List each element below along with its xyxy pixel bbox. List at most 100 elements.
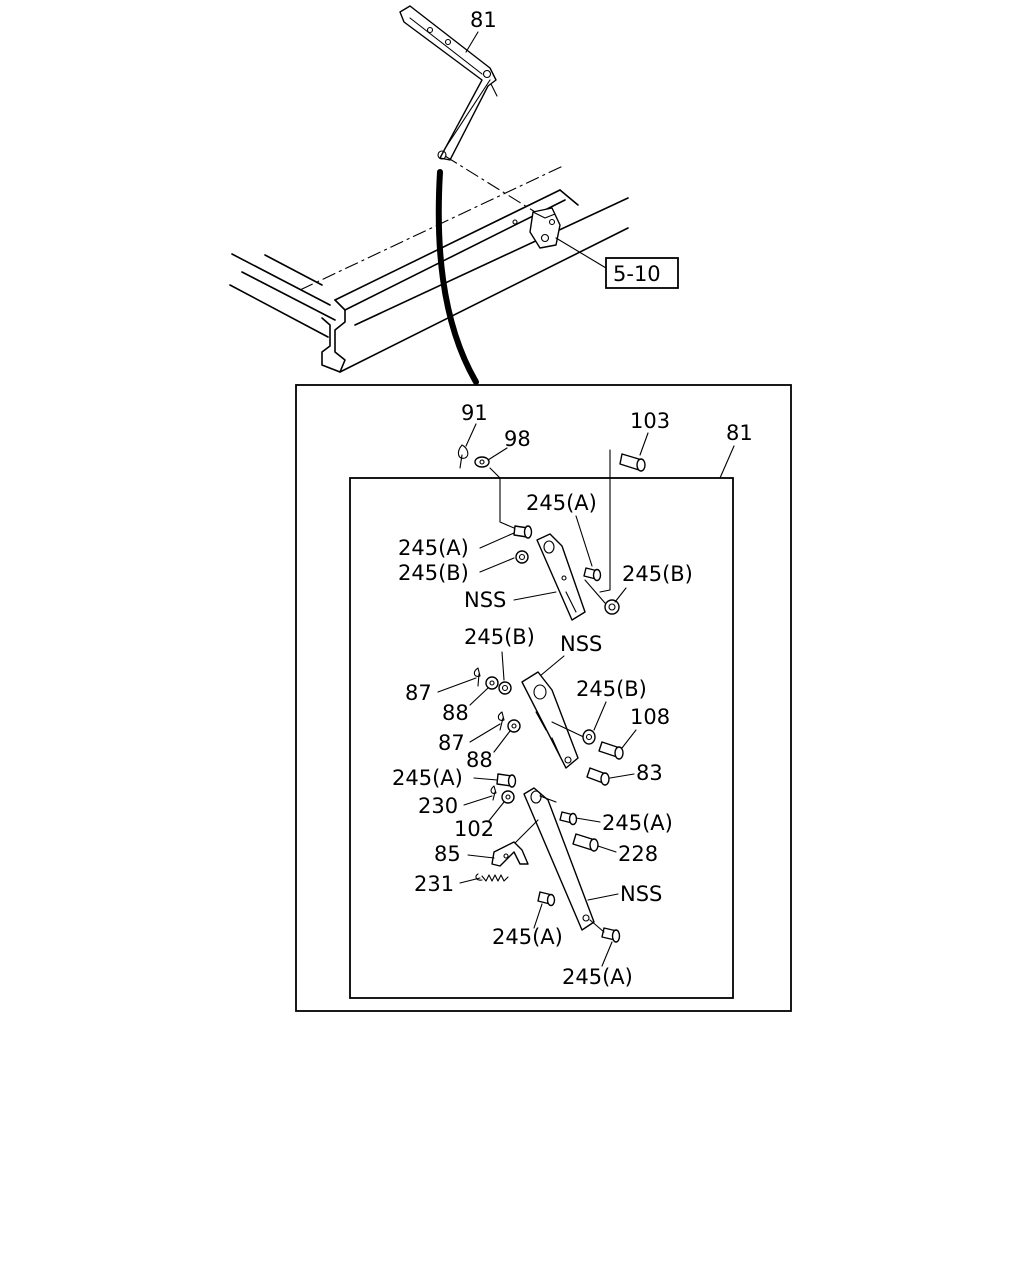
leader-5-10 — [555, 237, 607, 269]
leader-nss-3 — [587, 893, 619, 901]
leader-98 — [487, 447, 508, 461]
assembly-path-1 — [489, 467, 515, 529]
label-87-1: 87 — [405, 681, 432, 705]
label-245b-1: 245(B) — [398, 561, 469, 585]
bolt-245a-upper-left — [513, 525, 533, 539]
leader-245a-4 — [575, 817, 601, 823]
cable — [435, 169, 479, 385]
leader-81 — [719, 445, 735, 479]
leader-245a-3 — [473, 777, 498, 781]
cotter-pin-87-upper — [473, 667, 481, 687]
leader-245b-1 — [479, 557, 515, 573]
label-228: 228 — [618, 842, 658, 866]
leader-245b-4 — [593, 701, 607, 731]
leader-245a-6 — [601, 941, 613, 967]
label-85: 85 — [434, 842, 461, 866]
pin-228 — [572, 833, 599, 852]
washer-102 — [501, 790, 515, 804]
label-98: 98 — [504, 427, 531, 451]
spring-231 — [475, 873, 509, 882]
cotter-pin-87-lower — [497, 711, 505, 731]
leader-top-81 — [465, 31, 479, 53]
label-245a-1: 245(A) — [398, 536, 469, 560]
label-231: 231 — [414, 872, 454, 896]
bolt-245a-upper-right — [583, 567, 602, 582]
bolt-245a-bottom-right — [601, 927, 621, 943]
rail-hole — [512, 219, 518, 225]
label-top-81: 81 — [470, 8, 497, 32]
leader-245b-2 — [614, 587, 627, 603]
leader-88-1 — [469, 687, 489, 706]
nut-245b-upper-right — [604, 599, 620, 615]
leader-245a-2 — [575, 515, 593, 567]
ref-label-5-10: 5-10 — [613, 262, 661, 286]
cotter-pin-91 — [457, 444, 469, 469]
leader-245b-3 — [501, 651, 505, 681]
label-88-1: 88 — [442, 701, 469, 725]
label-81: 81 — [726, 421, 753, 445]
frame-rail — [229, 164, 629, 373]
label-91: 91 — [461, 401, 488, 425]
bolt-245a-lower-right — [559, 811, 578, 826]
label-nss-3: NSS — [620, 882, 662, 906]
label-230: 230 — [418, 794, 458, 818]
label-245a-5: 245(A) — [492, 925, 563, 949]
leader-230 — [463, 795, 493, 806]
detail-outer-box — [295, 384, 792, 1012]
leader-83 — [609, 773, 635, 779]
middle-arm — [521, 671, 579, 769]
leader-228 — [597, 845, 617, 853]
leader-87-1 — [437, 677, 477, 693]
assembly-path-3 — [584, 579, 606, 604]
washer-88-upper — [485, 676, 499, 690]
assembly-81-box — [349, 477, 734, 999]
bracket-5-10 — [529, 207, 561, 249]
label-245b-3: 245(B) — [464, 625, 535, 649]
nut-245b-upper-left — [515, 550, 529, 564]
pin-103 — [619, 453, 646, 472]
pin-83 — [586, 767, 610, 786]
label-245a-3: 245(A) — [392, 766, 463, 790]
assembly-path-lower — [511, 819, 539, 847]
leader-245a-1 — [479, 532, 515, 549]
label-245a-2: 245(A) — [526, 491, 597, 515]
leader-108 — [621, 729, 637, 749]
label-245a-4: 245(A) — [602, 811, 673, 835]
lever-centerline — [444, 155, 541, 216]
ref-box-5-10[interactable] — [605, 257, 679, 289]
leader-85 — [467, 854, 495, 859]
assembly-path-2 — [599, 449, 611, 593]
bracket-85 — [491, 841, 529, 867]
label-245b-2: 245(B) — [622, 562, 693, 586]
leader-87-2 — [469, 723, 501, 743]
leader-nss-2 — [539, 655, 565, 677]
label-103: 103 — [630, 409, 670, 433]
washer-98 — [474, 456, 490, 468]
bolt-245a-bottom-left — [537, 891, 556, 907]
washer-88-lower — [507, 719, 521, 733]
nut-245b-mid-left — [498, 681, 512, 695]
upper-arm — [536, 533, 586, 621]
leader-91 — [465, 423, 477, 447]
label-88-2: 88 — [466, 748, 493, 772]
leader-103 — [639, 432, 649, 456]
nut-245b-mid-right — [582, 729, 596, 745]
lever-81 — [399, 5, 498, 161]
assembly-path-bottom — [589, 919, 605, 933]
label-nss-1: NSS — [464, 588, 506, 612]
label-83: 83 — [636, 761, 663, 785]
leader-nss-1 — [513, 591, 557, 601]
bolt-245a-lower-left — [496, 773, 517, 788]
label-108: 108 — [630, 705, 670, 729]
leader-231 — [459, 877, 481, 884]
leader-88-2 — [493, 730, 511, 753]
cotter-pin-230 — [490, 785, 497, 801]
label-102: 102 — [454, 817, 494, 841]
pin-108 — [598, 741, 624, 760]
label-87-2: 87 — [438, 731, 465, 755]
leader-102 — [487, 801, 505, 823]
label-nss-2: NSS — [560, 632, 602, 656]
label-245b-4: 245(B) — [576, 677, 647, 701]
lower-arm — [523, 787, 595, 931]
